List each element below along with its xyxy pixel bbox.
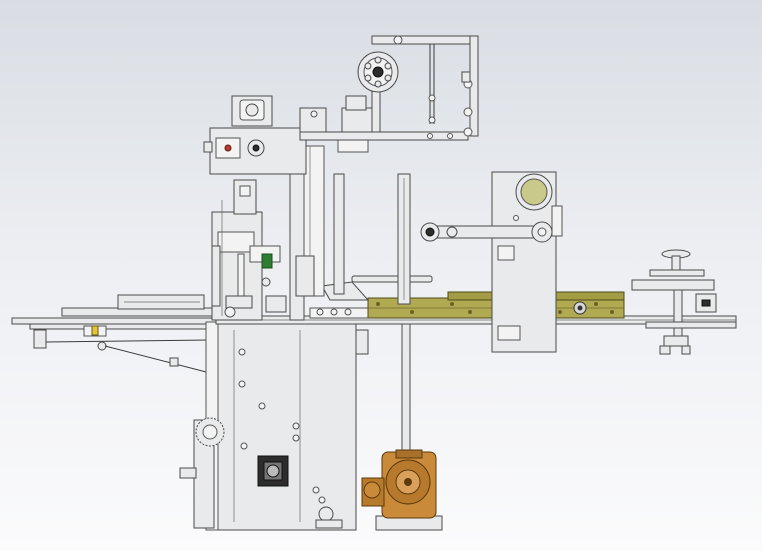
right-side-panel xyxy=(491,171,563,353)
deck-rollers xyxy=(224,306,737,329)
vertical-feed-column xyxy=(289,129,411,455)
rotary-stand xyxy=(631,249,717,355)
upper-gantry-arm xyxy=(299,35,479,141)
left-mechanism-tower xyxy=(211,179,287,321)
round-sight-window xyxy=(515,173,553,211)
linkage-arm xyxy=(420,221,553,243)
main-cabinet xyxy=(205,321,369,531)
worm-gear-reducer xyxy=(361,449,443,531)
film-reel xyxy=(357,51,399,93)
drive-motor xyxy=(257,455,289,487)
left-conveyor-rail xyxy=(11,294,223,375)
side-gear-wheel xyxy=(179,417,225,529)
